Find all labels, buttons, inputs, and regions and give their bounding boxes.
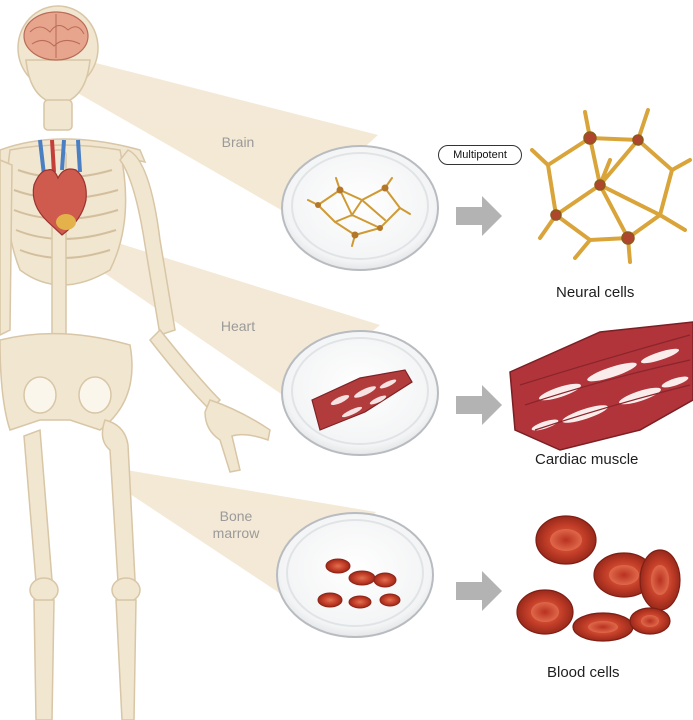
petri-dish-brain — [282, 146, 438, 270]
arrow-blood — [456, 571, 502, 611]
neural-cells-label: Neural cells — [556, 284, 634, 301]
cardiac-muscle-label: Cardiac muscle — [535, 451, 638, 468]
brain-label: Brain — [208, 134, 268, 151]
bone-marrow-label: Bone marrow — [204, 508, 268, 542]
blood-cells-illustration — [517, 516, 680, 641]
multipotent-badge: Multipotent — [438, 145, 522, 165]
arrows — [456, 196, 502, 611]
cardiac-muscle-illustration — [510, 322, 693, 450]
arrow-neural — [456, 196, 502, 236]
brain-organ — [24, 12, 88, 60]
heart-label: Heart — [208, 318, 268, 335]
arrow-cardiac — [456, 385, 502, 425]
blood-cells-label: Blood cells — [547, 664, 620, 681]
neural-cells-illustration — [532, 110, 690, 262]
